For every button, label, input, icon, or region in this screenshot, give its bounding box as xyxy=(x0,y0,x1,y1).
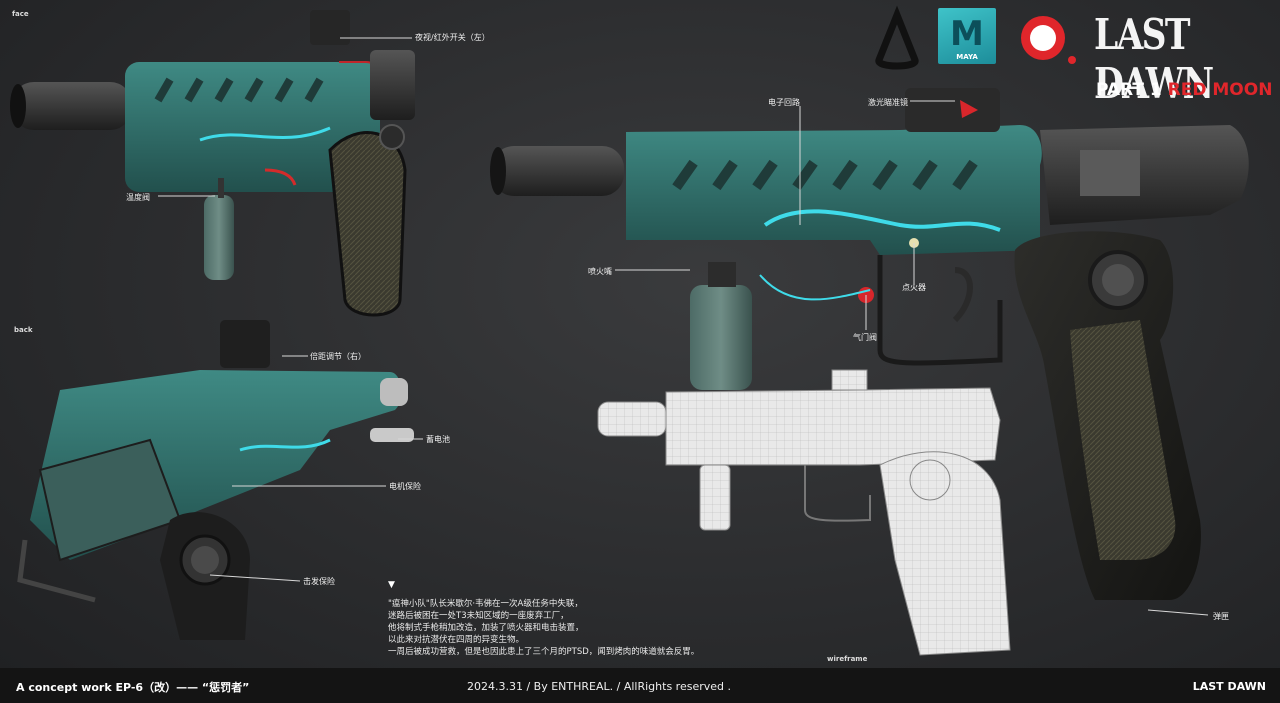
logo-arnold-icon xyxy=(875,5,919,70)
brand-red-moon: RED MOON xyxy=(1167,80,1273,100)
face-view-label: face xyxy=(12,10,29,18)
callout-gas-valve: 气门阀 xyxy=(853,333,877,342)
callout-nozzle: 喷火嘴 xyxy=(588,267,612,276)
wireframe-gun xyxy=(597,369,1011,656)
face-view-gun xyxy=(10,10,415,317)
logo-maya: M MAYA xyxy=(938,8,996,64)
callout-circuit: 电子回路 xyxy=(768,98,800,107)
callout-laser-sight: 激光瞄准镜 xyxy=(868,98,908,107)
callout-zoom-adjust: 倍距调节（右） xyxy=(310,352,366,361)
callout-igniter: 点火器 xyxy=(902,283,926,292)
story-marker: ▼ xyxy=(388,580,395,590)
callout-night-vision: 夜视/红外开关（左） xyxy=(415,33,490,42)
story-line: "瘟神小队"队长米歇尔·韦佛在一次A级任务中失联， xyxy=(388,599,583,609)
footer-title: A concept work EP-6（改）—— “惩罚者” xyxy=(16,681,250,694)
callout-motor-safety: 电机保险 xyxy=(389,482,421,491)
story-text: "瘟神小队"队长米歇尔·韦佛在一次A级任务中失联， 迷路后被困在一处T3未知区域… xyxy=(388,598,748,658)
weapon-artwork xyxy=(10,5,1249,656)
story-line: 一周后被成功营救，但是也因此患上了三个月的PTSD，闻到烤肉的味道就会反胃。 xyxy=(388,647,700,657)
callout-temperature-valve: 温度阀 xyxy=(126,193,150,202)
brand-part: PART 1 xyxy=(1096,80,1162,100)
callout-trigger-safety: 击发保险 xyxy=(303,577,335,586)
footer-credits: 2024.3.31 / By ENTHREAL. / AllRights res… xyxy=(467,680,731,693)
footer-brand: LAST DAWN xyxy=(1192,680,1266,693)
main-view-gun xyxy=(490,88,1249,601)
callout-magazine: 弹匣 xyxy=(1213,612,1229,621)
brand-title: LAST DAWN xyxy=(1094,10,1214,108)
back-view-gun xyxy=(17,320,414,640)
brand-subtitle: PART 1 RED MOON xyxy=(1096,80,1272,100)
logo-maya-text: MAYA xyxy=(956,53,978,61)
story-line: 迷路后被困在一处T3未知区域的一座废弃工厂， xyxy=(388,611,569,621)
callout-battery: 蓄电池 xyxy=(426,435,450,444)
footer-bar: A concept work EP-6（改）—— “惩罚者” 2024.3.31… xyxy=(0,668,1280,703)
story-line: 以此来对抗潜伏在四周的异变生物。 xyxy=(388,635,525,645)
wireframe-view-label: wireframe xyxy=(827,655,868,663)
back-view-label: back xyxy=(14,326,33,334)
maya-m-icon: M xyxy=(950,14,984,54)
story-line: 他将制式手枪稍加改造，加装了喷火器和电击装置， xyxy=(388,623,584,633)
logo-substance-icon xyxy=(1021,16,1076,64)
